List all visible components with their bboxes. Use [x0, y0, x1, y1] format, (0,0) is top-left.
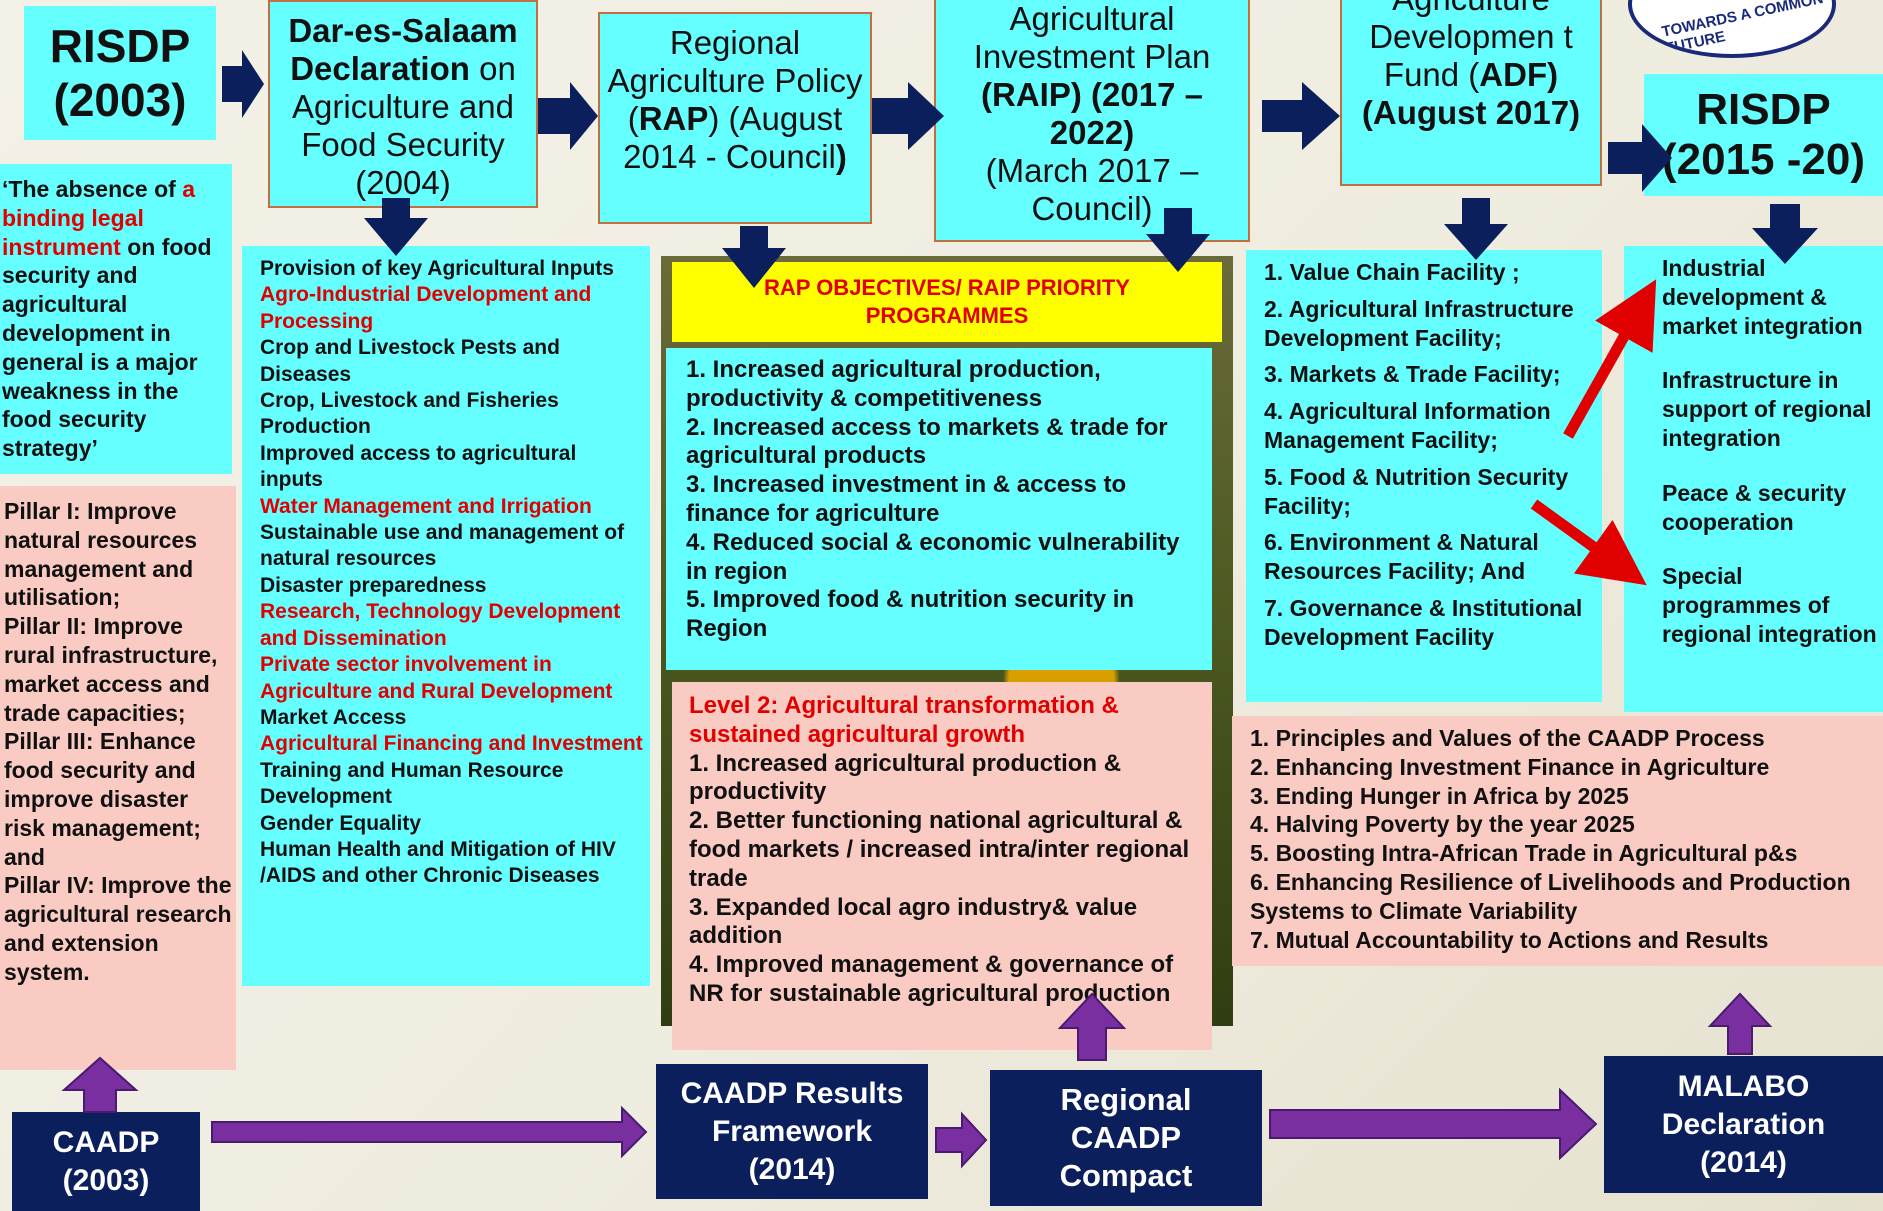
risdp-2003-box: RISDP (2003): [24, 6, 216, 140]
pillar-item: Pillar II: Improve rural infrastructure,…: [4, 613, 218, 726]
risdp-item: Industrial development & market integrat…: [1662, 255, 1863, 339]
rap-acronym: RAP: [638, 100, 709, 137]
pillar-item: Pillar IV: Improve the agricultural rese…: [4, 872, 232, 985]
rap-box: Regional Agriculture Policy (RAP) (Augus…: [598, 12, 872, 224]
objective-item: 1. Increased agricultural production, pr…: [686, 356, 1101, 412]
objective-item: 2. Increased access to markets & trade f…: [686, 413, 1168, 470]
adf-acronym: ADF) (August 2017): [1361, 56, 1581, 131]
commitment-item: 2. Enhancing Investment Finance in Agric…: [1250, 753, 1770, 780]
caadp-results-framework-box: CAADP Results Framework (2014): [656, 1064, 928, 1199]
objective-item: 4. Reduced social & economic vulnerabili…: [686, 528, 1180, 585]
facility-item: 3. Markets & Trade Facility;: [1264, 361, 1561, 388]
pillars-box: Pillar I: Improve natural resources mana…: [0, 486, 236, 1070]
arrow-right-icon: [222, 50, 264, 118]
rap-objectives-box: 1. Increased agricultural production, pr…: [666, 348, 1212, 670]
risdp-item: Special programmes of regional integrati…: [1662, 563, 1877, 647]
commitment-item: 6. Enhancing Resilience of Livelihoods a…: [1250, 868, 1851, 924]
priority-item: Agro-Industrial Development and Processi…: [260, 283, 592, 333]
priority-item: Sustainable use and management of natura…: [260, 521, 625, 571]
sadc-logo: TOWARDS A COMMON FUTURE: [1628, 0, 1836, 58]
objective-item: 5. Improved food & nutrition security in…: [686, 586, 1135, 643]
commitment-item: 4. Halving Poverty by the year 2025: [1250, 811, 1635, 838]
outcome-item: 3. Expanded local agro industry& value a…: [689, 893, 1138, 950]
arrow-right-icon: [935, 1111, 988, 1169]
risdp-2015-box: RISDP (2015 -20): [1644, 74, 1883, 196]
raip-box: Agricultural Investment Plan (RAIP) (201…: [934, 0, 1250, 242]
risdp-item: Peace & security cooperation: [1662, 479, 1847, 535]
objective-item: 3. Increased investment in & access to f…: [686, 471, 1127, 527]
facility-item: 2. Agricultural Infrastructure Developme…: [1264, 295, 1574, 351]
priority-item: Improved access to agricultural inputs: [260, 441, 577, 492]
pillar-item: Pillar III: Enhance food security and im…: [4, 728, 201, 870]
priority-item: Gender Equality: [260, 811, 422, 835]
arrow-right-icon: [211, 1105, 648, 1159]
priority-item: Market Access: [260, 705, 407, 729]
outcome-item: 2. Better functioning national agricultu…: [689, 807, 1190, 892]
commitment-item: 1. Principles and Values of the CAADP Pr…: [1250, 725, 1765, 751]
rap-objectives-header: RAP OBJECTIVES/ RAIP PRIORITY PROGRAMMES: [672, 262, 1222, 342]
risdp-2003-title: RISDP: [49, 20, 191, 72]
caadp-2003-box: CAADP (2003): [12, 1112, 200, 1211]
outcome-item: 1. Increased agricultural production & p…: [689, 749, 1122, 806]
adf-box: Agriculture Developmen t Fund (ADF) (Aug…: [1340, 0, 1602, 186]
pillar-item: Pillar I: Improve natural resources mana…: [4, 498, 198, 611]
raip-acronym: (RAIP) (2017 – 2022): [981, 76, 1203, 151]
priority-item: Crop, Livestock and Fisheries Production: [260, 389, 559, 439]
dar-es-salaam-title: Dar-es-Salaam Declaration: [288, 12, 518, 87]
malabo-declaration-box: MALABO Declaration (2014): [1604, 1056, 1883, 1193]
facility-item: 1. Value Chain Facility ;: [1264, 259, 1520, 285]
facility-item: 7. Governance & Institutional Developmen…: [1264, 594, 1583, 650]
arrow-right-icon: [1269, 1087, 1598, 1161]
quote-highlight: a binding legal instrument: [2, 176, 196, 260]
arrow-right-icon: [538, 82, 598, 150]
risdp-item: Infrastructure in support of regional in…: [1662, 367, 1872, 451]
priority-item: Training and Human Resource Development: [260, 758, 564, 809]
priority-item: Private sector involvement in Agricultur…: [260, 653, 613, 703]
priority-item: Human Health and Mitigation of HIV /AIDS…: [260, 837, 616, 888]
level2-title: Level 2: Agricultural transformation & s…: [689, 692, 1119, 748]
priority-item: Crop and Livestock Pests and Diseases: [260, 336, 560, 386]
priority-item: Disaster preparedness: [260, 573, 487, 597]
facility-item: 5. Food & Nutrition Security Facility;: [1264, 463, 1569, 519]
commitment-item: 5. Boosting Intra-African Trade in Agric…: [1250, 840, 1798, 867]
risdp-2003-year: (2003): [53, 74, 187, 126]
adf-facilities-box: 1. Value Chain Facility ; 2. Agricultura…: [1246, 250, 1602, 702]
priority-item: Water Management and Irrigation: [260, 494, 592, 518]
priority-item: Agricultural Financing and Investment: [260, 732, 643, 756]
priority-item: Provision of key Agricultural Inputs: [260, 257, 614, 280]
priority-item: Research, Technology Development and Dis…: [260, 600, 621, 650]
outcome-item: 4. Improved management & governance of N…: [689, 951, 1174, 1007]
arrow-up-icon: [1707, 992, 1773, 1055]
facility-item: 4. Agricultural Information Management F…: [1264, 398, 1551, 453]
level2-box: Level 2: Agricultural transformation & s…: [672, 682, 1212, 1050]
commitment-item: 7. Mutual Accountability to Actions and …: [1250, 926, 1769, 953]
malabo-commitments-box: 1. Principles and Values of the CAADP Pr…: [1232, 716, 1883, 966]
dar-priorities-box: Provision of key Agricultural Inputs Agr…: [242, 246, 650, 986]
risdp-priorities-box: Industrial development & market integrat…: [1624, 246, 1883, 712]
arrow-right-icon: [1262, 82, 1340, 150]
regional-caadp-compact-box: Regional CAADP Compact: [990, 1070, 1262, 1206]
quote-box: ‘The absence of a binding legal instrume…: [0, 164, 232, 474]
commitment-item: 3. Ending Hunger in Africa by 2025: [1250, 782, 1629, 809]
dar-es-salaam-subtitle: on Agriculture and Food Security (2004): [292, 50, 516, 201]
dar-es-salaam-box: Dar-es-Salaam Declaration on Agriculture…: [268, 0, 538, 208]
facility-item: 6. Environment & Natural Resources Facil…: [1264, 529, 1539, 585]
